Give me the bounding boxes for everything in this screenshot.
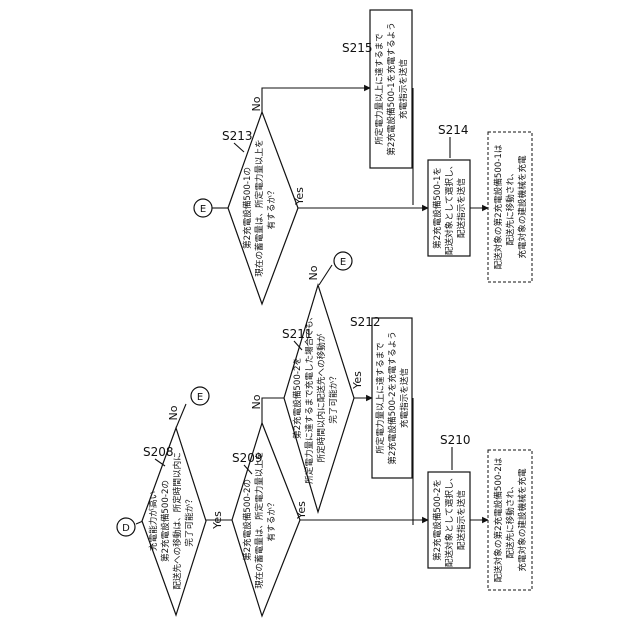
- node-text-line: 配送先への移動は、所定時間以内に: [171, 452, 183, 590]
- branch-label: No: [250, 394, 263, 409]
- connector-d-label: D: [122, 523, 130, 534]
- branch-label: Yes: [295, 501, 308, 520]
- node-text-line: 所定時間以内に配送先への移動が: [315, 333, 327, 462]
- step-label-leader: [234, 143, 244, 152]
- branch-label: Yes: [351, 371, 364, 390]
- step-label-s208: S208: [143, 445, 174, 459]
- node-text-line: 完了可能か？: [327, 372, 339, 424]
- node-text-line: 所定電力量以上に達するまで: [373, 33, 385, 145]
- connector-e-start: E: [194, 199, 212, 217]
- node-text-line: 第2充電設備500-2を: [291, 357, 303, 439]
- step-label-s215: S215: [342, 41, 373, 55]
- node-text-line: 現在の蓄電量は、所定電力量以上を: [253, 451, 265, 589]
- step-label-s213: S213: [222, 129, 253, 143]
- node-text-line: 第2充電設備500-2の: [159, 480, 171, 562]
- node-text-line: 配送指示を送信: [455, 490, 467, 551]
- branch-no-s213: No: [250, 96, 263, 111]
- branch-label: Yes: [293, 187, 306, 206]
- connector-e-label: E: [200, 204, 206, 215]
- node-text-line: 有するか？: [265, 187, 277, 230]
- flow-s213-no: [262, 88, 370, 112]
- branch-label: No: [307, 265, 320, 280]
- connector-e-label: E: [340, 257, 346, 268]
- node-text-line: 充電指示を送信: [397, 59, 409, 120]
- connector-e-s208: E: [191, 387, 209, 405]
- flow-s211-no: [319, 265, 332, 285]
- note-500-2: 配送対象の第2充電設備500-2は 配送先に移動され、 充電対象の建設機械を充電: [488, 450, 532, 590]
- node-text-line: 第2充電設備500-2を: [431, 479, 443, 561]
- node-text-line: 配送先に移動され、: [504, 481, 516, 558]
- node-text-line: 配送対象として選択し、: [443, 161, 455, 255]
- node-text-line: 充電指示を送信: [398, 368, 410, 429]
- node-text-line: 第2充電設備500-1を充電するよう: [385, 22, 397, 156]
- branch-label: Yes: [211, 511, 224, 530]
- branch-yes-s208: Yes: [211, 511, 224, 530]
- branch-no-s211: No: [307, 265, 320, 280]
- step-label-s214: S214: [438, 123, 469, 137]
- branch-no-s209: No: [250, 394, 263, 409]
- node-text-line: 完了可能か？: [183, 495, 195, 547]
- branch-no-s208: No: [167, 405, 180, 420]
- connector-e-label: E: [197, 392, 203, 403]
- node-text-line: 第2充電設備500-2を充電するよう: [386, 331, 398, 465]
- node-text-line: 所定電力量以上に達するまで: [374, 342, 386, 454]
- process-s215: 所定電力量以上に達するまで 第2充電設備500-1を充電するよう 充電指示を送信: [370, 10, 412, 168]
- node-text-line: 現在の蓄電量は、所定電力量以上を: [253, 139, 265, 277]
- step-label-s209: S209: [232, 451, 263, 465]
- node-text-line: 配送対象の第2充電設備500-1は: [492, 144, 504, 269]
- node-text-line: 充電能力が高い: [147, 491, 159, 551]
- process-s212: 所定電力量以上に達するまで 第2充電設備500-2を充電するよう 充電指示を送信: [372, 318, 412, 478]
- node-text-line: 第2充電設備500-1を: [431, 167, 443, 249]
- decision-s211: 第2充電設備500-2を 所定電力量に達するまで充電した場合でも、 所定時間以内…: [284, 285, 354, 512]
- node-text-line: 第2充電設備500-2の: [241, 479, 253, 561]
- node-text-line: 配送指示を送信: [455, 178, 467, 239]
- step-label-s212: S212: [350, 315, 381, 329]
- connector-e-s211: E: [334, 252, 352, 270]
- node-text-line: 配送対象の第2充電設備500-2は: [492, 457, 504, 582]
- branch-label: No: [250, 96, 263, 111]
- node-text-line: 配送対象として選択し、: [443, 473, 455, 567]
- step-label-s211: S211: [282, 327, 313, 341]
- connector-d: D: [117, 518, 135, 536]
- step-label-s210: S210: [440, 433, 471, 447]
- branch-yes-s211: Yes: [351, 371, 364, 390]
- note-500-1: 配送対象の第2充電設備500-1は 配送先に移動され、 充電対象の建設機械を充電: [488, 132, 532, 282]
- node-text-line: 充電対象の建設機械を充電: [516, 468, 528, 572]
- branch-yes-s209: Yes: [295, 501, 308, 520]
- node-text-line: 配送先に移動され、: [504, 168, 516, 245]
- node-text-line: 充電対象の建設機械を充電: [516, 155, 528, 259]
- branch-label: No: [167, 405, 180, 420]
- node-text-line: 第2充電設備500-1の: [241, 167, 253, 249]
- node-text-line: 有するか？: [265, 499, 277, 542]
- branch-yes-s213: Yes: [293, 187, 306, 206]
- process-s214: 第2充電設備500-1を 配送対象として選択し、 配送指示を送信: [428, 160, 470, 256]
- process-s210: 第2充電設備500-2を 配送対象として選択し、 配送指示を送信: [428, 472, 470, 568]
